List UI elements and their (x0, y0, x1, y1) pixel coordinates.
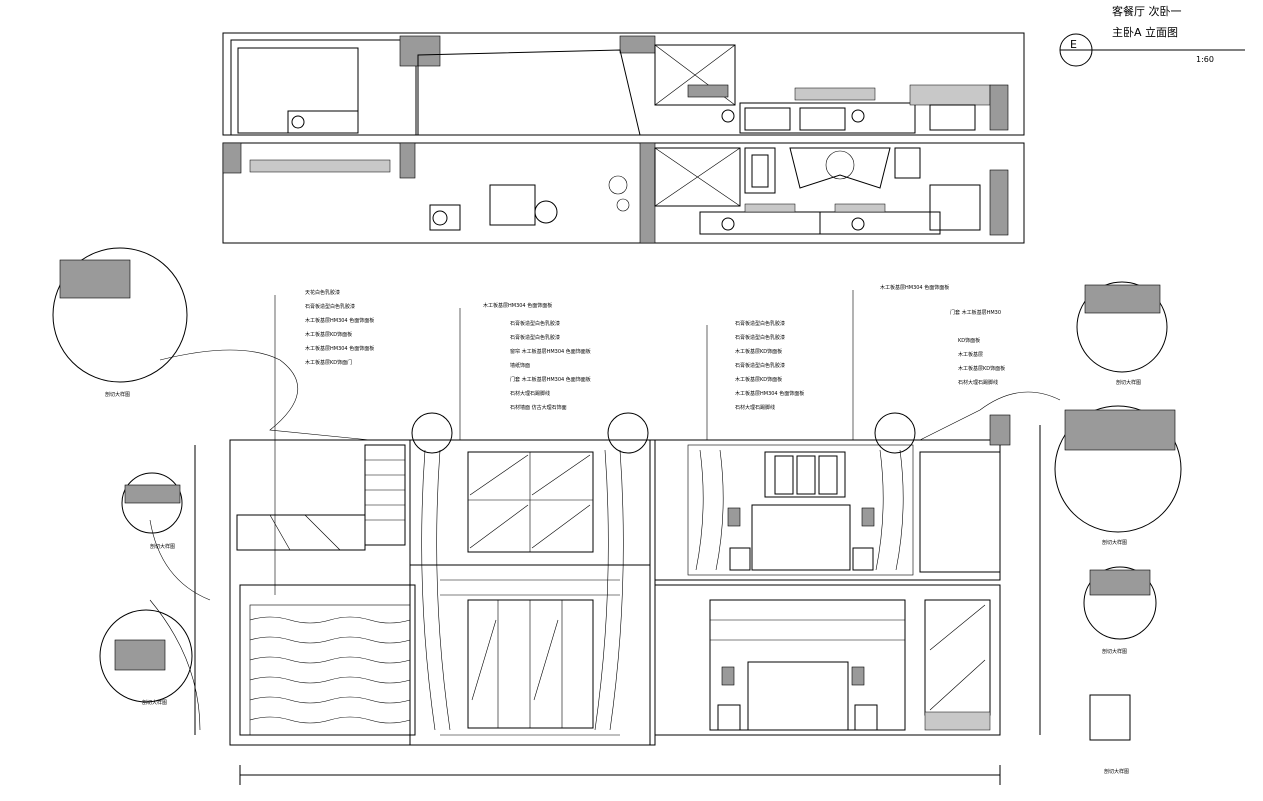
annotation-text: 木工板基层 (958, 351, 983, 358)
annotation-text: 门套 木工板基层HM30 (950, 309, 1001, 316)
annotation-text: 石膏板造型白色乳胶漆 (735, 320, 785, 327)
title-block: 客餐厅 次卧一 主卧A 立面图 E 1:60 (1059, 4, 1245, 67)
annotation-text: 木工板基层KD饰面板 (735, 348, 782, 355)
annotation-text: 石材大理石踢脚线 (958, 379, 998, 386)
annotations-living: 天花白色乳胶漆 石膏板造型白色乳胶漆 木工板基层HM304 色面饰面板 木工板基… (274, 289, 374, 595)
annotation-text: 石材大理石踢脚线 (510, 390, 550, 397)
leader-lines (149, 349, 1061, 731)
section-marker-letter: E (1070, 38, 1077, 51)
annotation-text: 木工板基层KD饰面板 (305, 331, 352, 338)
annotation-text: 石材大理石踢脚线 (735, 404, 775, 411)
annotation-text: 墙纸饰面 (510, 362, 530, 369)
detail-callouts: 剖切大样图 剖切大样图 剖切大样图 剖切大样图 剖切大样图 剖切大样图 剖切大样… (52, 247, 1182, 775)
detail-label-8: 剖切大样图 (1104, 768, 1129, 775)
elevation-bedrooms (654, 414, 1011, 736)
annotation-text: KD饰面板 (958, 337, 980, 344)
annotation-text: 木工板基层HM304 色面饰面板 (735, 390, 804, 397)
detail-label-6: 剖切大样图 (1102, 648, 1127, 655)
annotation-text: 天花白色乳胶漆 (305, 289, 340, 296)
annotations-center: 木工板基层HM304 色面饰面板 石膏板造型白色乳胶漆 石膏板造型白色乳胶漆 窗… (459, 302, 591, 440)
detail-label-2: 剖切大样图 (150, 543, 175, 550)
annotation-text: 石材墙面 仿古大理石饰面 (510, 404, 567, 411)
detail-label-1: 剖切大样图 (105, 391, 130, 398)
annotations-bed1: 石膏板造型白色乳胶漆 石膏板造型白色乳胶漆 木工板基层KD饰面板 石膏板造型白色… (706, 320, 804, 440)
annotation-text: 石膏板造型白色乳胶漆 (735, 334, 785, 341)
annotation-text: 窗帘 木工板基层HM304 色面饰面板 (510, 348, 591, 355)
elevation-living (229, 439, 656, 746)
annotation-text: 石膏板造型白色乳胶漆 (510, 334, 560, 341)
annotation-text: 门套 木工板基层HM304 色面饰面板 (510, 376, 591, 383)
annotation-text: 木工板基层HM304 色面饰面板 (880, 284, 949, 291)
annotation-text: 木工板基层HM304 色面饰面板 (483, 302, 552, 309)
detail-label-3: 剖切大样图 (142, 699, 167, 706)
annotation-text: 石膏板造型白色乳胶漆 (735, 362, 785, 369)
scale-label: 1:60 (1196, 55, 1214, 64)
floor-plan-upper (222, 32, 1025, 136)
annotation-text: 木工板基层KD饰面板 (958, 365, 1005, 372)
annotation-text: 木工板基层KD饰面板 (735, 376, 782, 383)
annotation-text: 木工板基层KD饰面门 (305, 359, 352, 366)
dimension-lines (194, 425, 1041, 785)
annotations-bed2: 木工板基层HM304 色面饰面板 门套 木工板基层HM30 KD饰面板 木工板基… (852, 284, 1005, 440)
title-line-2: 主卧A 立面图 (1112, 25, 1178, 39)
annotation-text: 石膏板造型白色乳胶漆 (510, 320, 560, 327)
detail-label-5: 剖切大样图 (1102, 539, 1127, 546)
annotation-text: 石膏板造型白色乳胶漆 (305, 303, 355, 310)
annotation-text: 木工板基层HM304 色面饰面板 (305, 317, 374, 324)
floor-plan-lower (222, 142, 1025, 244)
annotation-text: 木工板基层HM304 色面饰面板 (305, 345, 374, 352)
title-line-1: 客餐厅 次卧一 (1112, 4, 1182, 18)
detail-label-4: 剖切大样图 (1116, 379, 1141, 386)
